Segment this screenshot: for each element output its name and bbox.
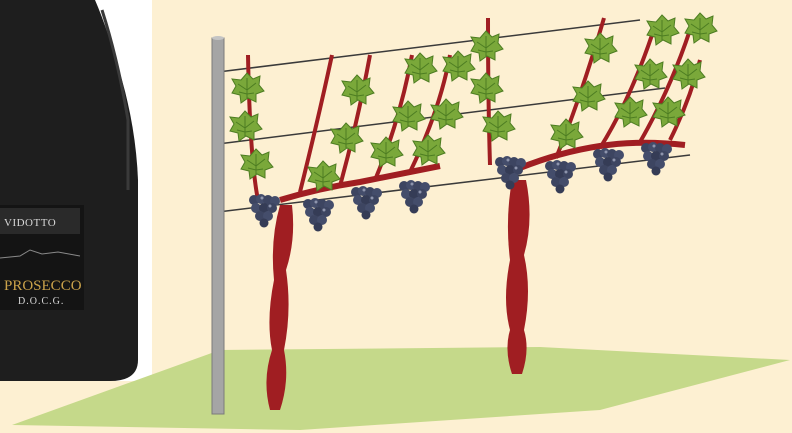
- ground-plane: [12, 347, 790, 430]
- trellis-post-top: [212, 36, 224, 40]
- trellis-post: [212, 38, 224, 414]
- vine-leaves-right: [471, 13, 717, 149]
- vine-leaves-left: [230, 51, 475, 191]
- vine-trunk-right: [506, 180, 530, 374]
